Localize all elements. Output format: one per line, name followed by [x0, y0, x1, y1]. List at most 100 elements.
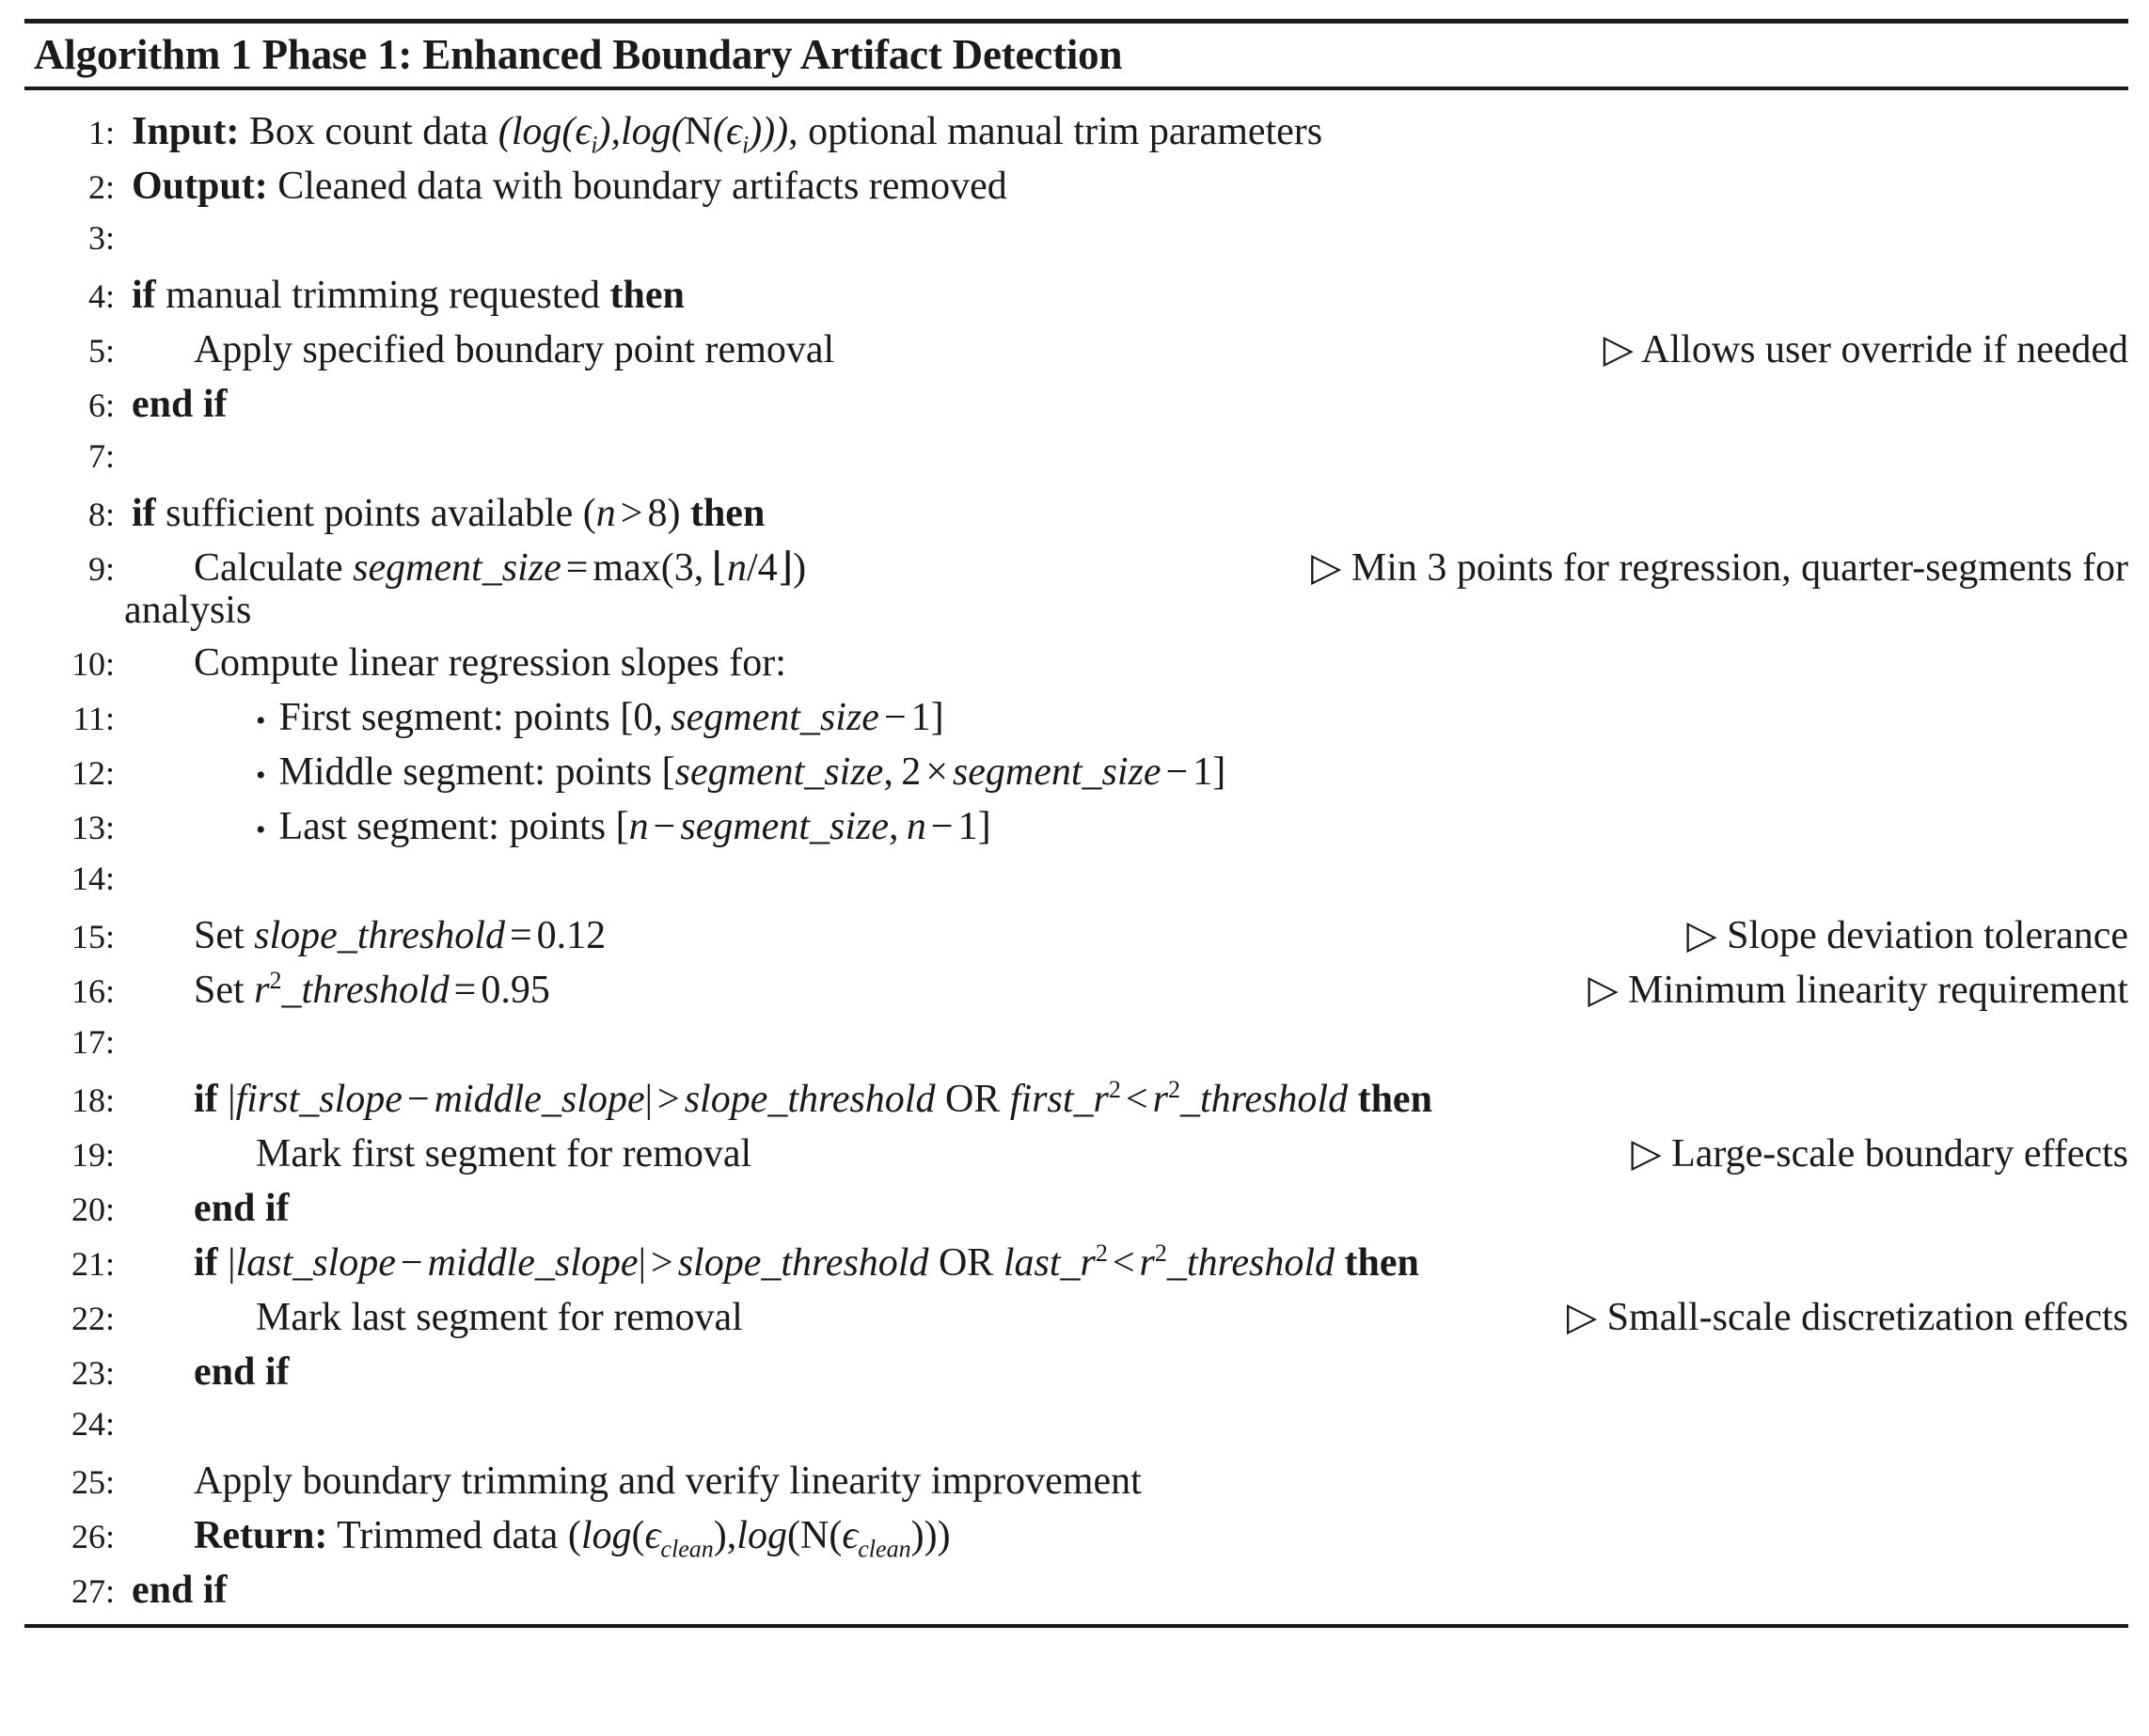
- algorithm-line: 2: Output: Cleaned data with boundary ar…: [24, 160, 2128, 214]
- line-content: if |last_slope−middle_slope|>slope_thres…: [194, 1239, 1419, 1286]
- line-text: Calculate: [194, 546, 343, 591]
- bullet-icon: •: [256, 760, 266, 792]
- middle-slope-var: middle_slope: [427, 1241, 639, 1286]
- math-expression: [0, segment_size−1]: [620, 696, 944, 740]
- min-points-value: 3: [673, 546, 694, 591]
- segment-size-var: segment_size: [353, 546, 561, 591]
- line-comment: ▷ Minimum linearity requirement: [1561, 971, 2128, 1010]
- comment-text: Slope deviation tolerance: [1727, 914, 2128, 958]
- line-number: 8:: [87, 496, 115, 534]
- line-comment: ▷ Slope deviation tolerance: [1660, 916, 2128, 955]
- line-comment: ▷ Large-scale boundary effects: [1604, 1134, 2128, 1174]
- output-label: Output:: [132, 165, 268, 209]
- line-content: Input: Box count data (log(ϵi),log(N(ϵi)…: [122, 110, 1322, 159]
- line-number: 17:: [71, 1023, 115, 1062]
- line-content: if manual trimming requested then: [122, 276, 685, 315]
- line-number: 5:: [87, 332, 115, 371]
- segment-size-var: segment_size: [671, 696, 879, 740]
- algorithm-line-blank: 7:: [24, 433, 2128, 487]
- line-content: end if: [194, 1350, 290, 1395]
- math-expression: (log(ϵi),log(N(ϵi))): [498, 110, 789, 159]
- comment-marker-icon: ▷: [1566, 1296, 1598, 1340]
- line-text: Trimmed data: [337, 1514, 559, 1558]
- line-content: Set slope_threshold=0.12: [194, 914, 607, 958]
- line-content: end if: [194, 1187, 290, 1231]
- superscript-two: 2: [269, 967, 282, 995]
- line-content: Mark first segment for removal: [256, 1132, 752, 1176]
- algorithm-line-blank: 17:: [24, 1018, 2128, 1073]
- n-threshold: 8: [647, 492, 668, 536]
- line-number: 23:: [71, 1354, 115, 1393]
- input-label: Input:: [132, 110, 240, 154]
- comment-text: Minimum linearity requirement: [1628, 969, 2128, 1013]
- one-value: 1: [957, 805, 978, 849]
- line-content: end if: [132, 1569, 228, 1613]
- superscript-two: 2: [1095, 1239, 1108, 1268]
- line-text: Box count data: [248, 110, 489, 154]
- algorithm-line: 26: Return: Trimmed data (log(ϵclean),lo…: [24, 1509, 2128, 1564]
- line-text: manual trimming requested: [166, 274, 601, 318]
- line-comment: ▷ Min 3 points for regression, quarter-s…: [1285, 548, 2128, 588]
- line-number: 10:: [71, 645, 115, 684]
- algorithm-line: 13: •Last segment: points [n−segment_siz…: [24, 800, 2128, 855]
- middle-slope-var: middle_slope: [434, 1078, 645, 1122]
- math-expression: (n>8): [582, 492, 681, 536]
- algorithm-block: Algorithm 1 Phase 1: Enhanced Boundary A…: [0, 19, 2149, 1629]
- line-content: end if: [132, 383, 228, 427]
- or-keyword: OR: [938, 1241, 994, 1286]
- line-number: 27:: [71, 1572, 115, 1611]
- line-content: Compute linear regression slopes for:: [194, 641, 786, 686]
- line-text: Cleaned data with boundary artifacts rem…: [277, 165, 1007, 209]
- var-r: r: [1139, 1241, 1155, 1286]
- math-expression: [segment_size, 2×segment_size−1]: [661, 750, 1226, 795]
- slope-threshold-var: slope_threshold: [684, 1078, 936, 1122]
- algorithm-line: 5: Apply specified boundary point remova…: [24, 324, 2128, 378]
- then-keyword: then: [1357, 1078, 1432, 1122]
- sub-clean: clean: [660, 1535, 714, 1563]
- algorithm-title: Algorithm 1 Phase 1: Enhanced Boundary A…: [34, 31, 1123, 78]
- if-keyword: if: [194, 1078, 218, 1122]
- line-number: 26:: [71, 1518, 115, 1556]
- if-keyword: if: [132, 492, 156, 536]
- algorithm-line: 19: Mark first segment for removal ▷ Lar…: [24, 1128, 2128, 1182]
- first-r2-var: first_r: [1009, 1078, 1109, 1122]
- line-number: 6:: [87, 387, 115, 425]
- comment-text: Min 3 points for regression, quarter-seg…: [1351, 546, 2128, 591]
- algorithm-line: 10: Compute linear regression slopes for…: [24, 637, 2128, 691]
- algorithm-line: 21: if |last_slope−middle_slope|>slope_t…: [24, 1237, 2128, 1291]
- line-number: 15:: [71, 918, 115, 956]
- algorithm-line: 20: end if: [24, 1182, 2128, 1237]
- bullet-icon: •: [256, 814, 266, 846]
- algorithm-line: 27: end if: [24, 1564, 2128, 1618]
- math-expression: (log(ϵclean),log(N(ϵclean))): [567, 1514, 951, 1563]
- algorithm-line-blank: 14:: [24, 855, 2128, 909]
- line-comment: ▷ Small-scale discretization effects: [1541, 1298, 2128, 1337]
- algorithm-line: 11: •First segment: points [0, segment_s…: [24, 691, 2128, 746]
- line-number: 18:: [71, 1081, 115, 1120]
- line-number: 2:: [87, 168, 115, 207]
- comment-marker-icon: ▷: [1588, 969, 1619, 1013]
- line-content: if |first_slope−middle_slope|>slope_thre…: [194, 1076, 1432, 1122]
- top-rule: [24, 19, 2128, 24]
- line-text: Set: [194, 969, 245, 1013]
- title-rule: [24, 87, 2128, 91]
- algorithm-line: 16: Set r2_threshold=0.95 ▷ Minimum line…: [24, 964, 2128, 1018]
- one-value: 1: [910, 696, 931, 740]
- line-number: 11:: [72, 700, 115, 738]
- slope-threshold-var: slope_threshold: [677, 1241, 929, 1286]
- line-number: 20:: [71, 1191, 115, 1229]
- line-content: Output: Cleaned data with boundary artif…: [122, 166, 1007, 206]
- line-number: 4:: [87, 277, 115, 316]
- algorithm-line: 12: •Middle segment: points [segment_siz…: [24, 746, 2128, 800]
- var-n: n: [906, 805, 926, 849]
- line-number: 21:: [71, 1245, 115, 1284]
- line-text: Apply specified boundary point removal: [194, 328, 835, 372]
- algorithm-line: 15: Set slope_threshold=0.12 ▷ Slope dev…: [24, 909, 2128, 964]
- segment-size-var: segment_size: [952, 750, 1161, 795]
- if-keyword: if: [132, 274, 156, 318]
- var-n: n: [595, 492, 616, 536]
- var-n: n: [628, 805, 649, 849]
- superscript-two: 2: [1108, 1076, 1121, 1104]
- line-number: 13:: [71, 809, 115, 847]
- var-r: r: [254, 969, 270, 1013]
